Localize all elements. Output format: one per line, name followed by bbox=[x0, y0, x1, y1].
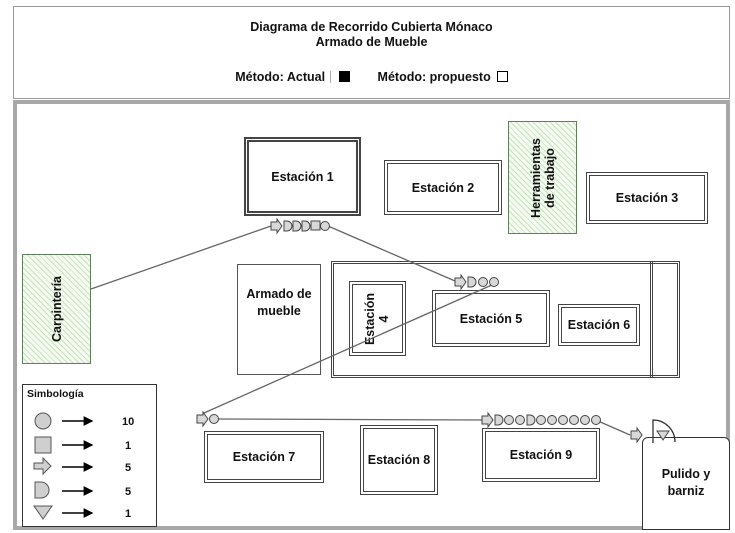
symbols-group-s7 bbox=[196, 410, 219, 428]
area-armado-label: Armado de mueble bbox=[246, 287, 312, 318]
method-actual-label: Método: Actual bbox=[235, 70, 326, 84]
delay-d-icon bbox=[283, 220, 293, 232]
area-herramientas: Herramientas de trabajo bbox=[508, 121, 577, 234]
legend-arrow-icon bbox=[33, 456, 52, 476]
method-row: Método: Actual Método: propuesto bbox=[14, 70, 729, 84]
delay-d-icon bbox=[526, 414, 536, 426]
delay-d-icon bbox=[494, 414, 504, 426]
operation-circle-icon bbox=[515, 415, 525, 425]
legend-triangle-icon bbox=[33, 505, 53, 520]
operation-circle-icon bbox=[591, 415, 601, 425]
transport-arrow-icon bbox=[630, 426, 643, 444]
legend-value-operation: 10 bbox=[122, 416, 135, 428]
station-8[interactable]: Estación 8 bbox=[360, 425, 438, 495]
legend-d-icon bbox=[34, 481, 50, 499]
legend-square-icon bbox=[34, 436, 52, 454]
operation-circle-icon bbox=[504, 415, 514, 425]
diagram-header: Diagrama de Recorrido Cubierta Mónaco Ar… bbox=[13, 6, 730, 99]
station-3[interactable]: Estación 3 bbox=[586, 172, 708, 224]
method-proposed-label: Método: propuesto bbox=[377, 70, 491, 84]
symbols-group-pulido bbox=[630, 426, 670, 444]
station-6[interactable]: Estación 6 bbox=[558, 304, 640, 346]
operation-circle-icon bbox=[547, 415, 557, 425]
separator bbox=[330, 71, 332, 83]
method-actual-checkbox[interactable] bbox=[339, 71, 351, 82]
station-6-label: Estación 6 bbox=[567, 318, 631, 332]
area-pulido-label: Pulido y barniz bbox=[661, 467, 711, 498]
work-area-container bbox=[331, 261, 680, 378]
station-3-label: Estación 3 bbox=[615, 191, 679, 205]
symbols-group-s5 bbox=[454, 273, 499, 291]
area-pulido-barniz: Pulido y barniz bbox=[642, 437, 730, 530]
flow-line-s9-to-pulido bbox=[597, 420, 631, 436]
station-7-label: Estación 7 bbox=[232, 450, 296, 464]
legend-value-inspection: 1 bbox=[125, 440, 132, 452]
title-line-1: Diagrama de Recorrido Cubierta Mónaco bbox=[250, 20, 493, 34]
station-9-label: Estación 9 bbox=[509, 448, 573, 462]
station-1[interactable]: Estación 1 bbox=[244, 137, 361, 216]
symbols-group-s9 bbox=[481, 411, 601, 429]
door-icon bbox=[652, 419, 676, 443]
operation-circle-icon bbox=[489, 277, 499, 287]
flow-line-s5-to-s7 bbox=[203, 283, 495, 414]
operation-circle-icon bbox=[478, 277, 488, 287]
container-divider bbox=[650, 262, 653, 377]
title-line-2: Armado de Mueble bbox=[315, 35, 428, 49]
station-4[interactable]: Estación 4 bbox=[349, 281, 406, 356]
method-proposed-checkbox[interactable] bbox=[496, 71, 508, 82]
station-8-label: Estación 8 bbox=[367, 453, 431, 467]
operation-circle-icon bbox=[580, 415, 590, 425]
flow-line-s1-to-s5 bbox=[327, 225, 456, 282]
operation-circle-icon bbox=[558, 415, 568, 425]
operation-circle-icon bbox=[569, 415, 579, 425]
operation-circle-icon bbox=[536, 415, 546, 425]
legend-title: Simbología bbox=[27, 388, 84, 400]
legend: Simbología 10 1 5 5 1 bbox=[22, 384, 157, 527]
legend-value-storage: 1 bbox=[125, 508, 132, 520]
delay-d-icon bbox=[292, 220, 302, 232]
legend-value-transport: 5 bbox=[125, 462, 132, 474]
delay-d-icon bbox=[301, 220, 311, 232]
transport-arrow-icon bbox=[454, 273, 467, 291]
transport-arrow-icon bbox=[481, 411, 494, 429]
inspection-square-icon bbox=[310, 220, 321, 231]
station-7[interactable]: Estación 7 bbox=[204, 431, 324, 483]
flow-line-s7-to-s9 bbox=[217, 418, 488, 421]
legend-circle-icon bbox=[34, 412, 52, 430]
flow-line-carpinteria-to-s1 bbox=[90, 225, 272, 290]
legend-symbols bbox=[33, 412, 94, 520]
area-armado-mueble: Armado de mueble bbox=[237, 264, 321, 375]
station-9[interactable]: Estación 9 bbox=[482, 428, 600, 482]
station-5[interactable]: Estación 5 bbox=[432, 290, 550, 347]
station-1-label: Estación 1 bbox=[271, 169, 334, 184]
operation-circle-icon bbox=[320, 221, 330, 231]
station-5-label: Estación 5 bbox=[459, 311, 523, 326]
diagram-title: Diagrama de Recorrido Cubierta Mónaco Ar… bbox=[14, 20, 729, 50]
delay-d-icon bbox=[467, 276, 477, 288]
transport-arrow-icon bbox=[270, 217, 283, 235]
area-carpinteria: Carpintería bbox=[22, 254, 91, 364]
legend-value-delay: 5 bbox=[125, 486, 132, 498]
operation-circle-icon bbox=[209, 414, 219, 424]
station-2[interactable]: Estación 2 bbox=[384, 160, 502, 215]
symbols-group-s1 bbox=[270, 217, 330, 235]
transport-arrow-icon bbox=[196, 410, 209, 428]
storage-triangle-icon bbox=[656, 430, 670, 441]
station-2-label: Estación 2 bbox=[411, 180, 475, 195]
